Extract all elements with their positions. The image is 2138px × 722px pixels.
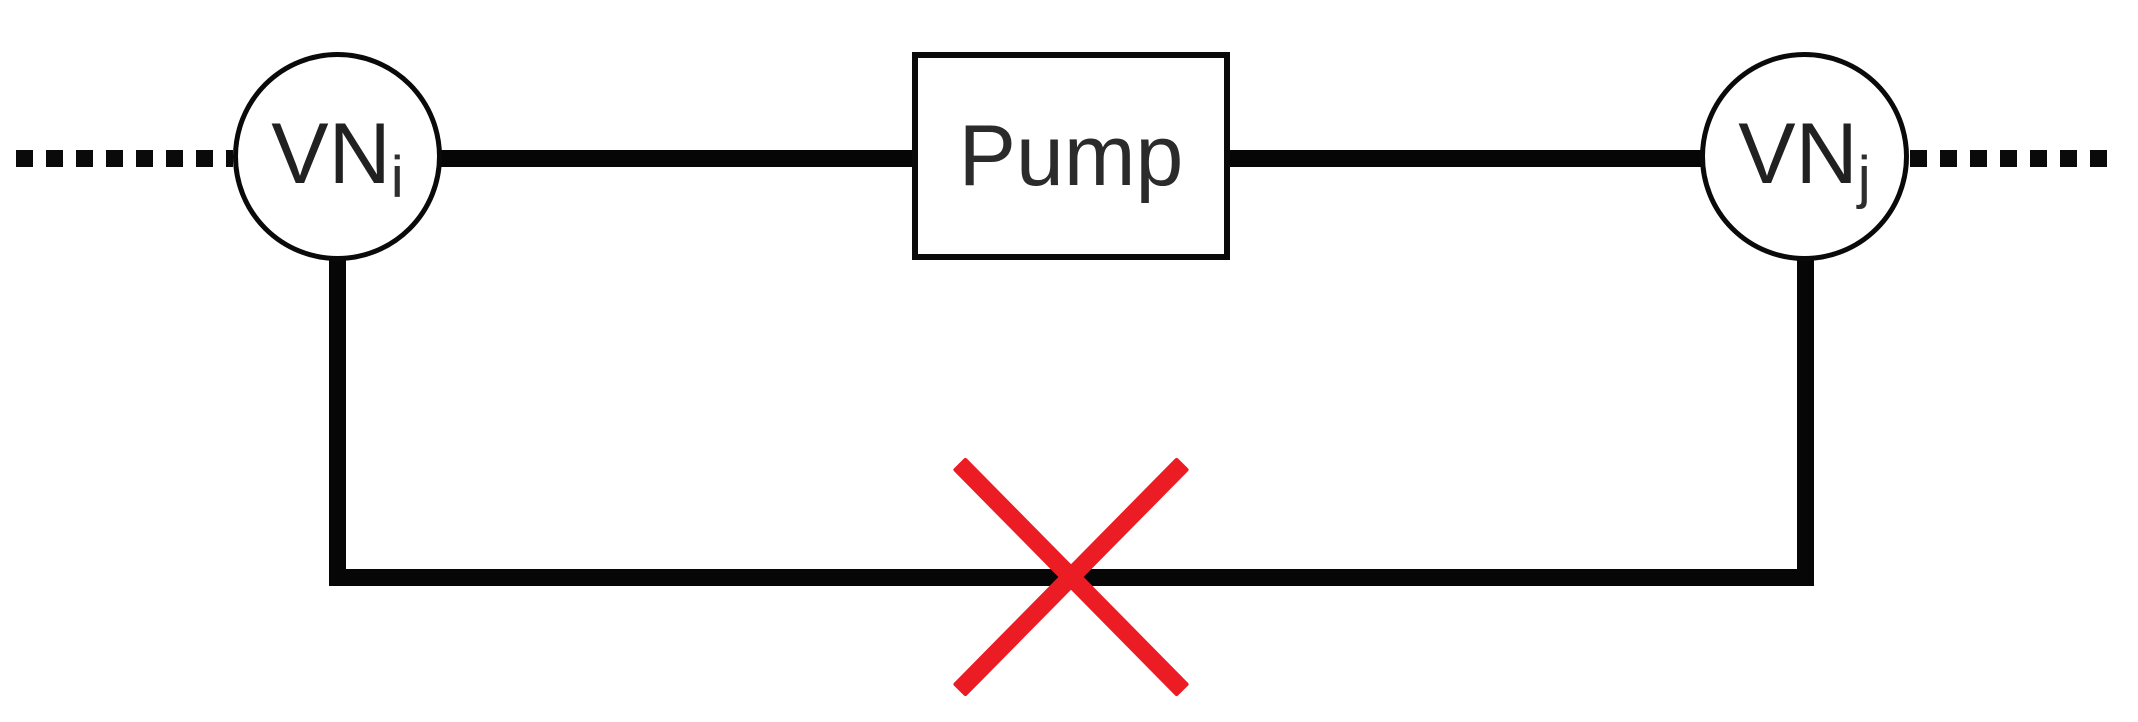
edge-vertical-right <box>1797 256 1814 586</box>
node-label-subscript: i <box>390 145 404 211</box>
pump-label: Pump <box>958 108 1184 204</box>
node-vn-i: VNi <box>233 52 442 261</box>
pump-box: Pump <box>912 52 1230 260</box>
edge-vertical-left <box>329 256 346 586</box>
edge-top-right <box>1228 150 1702 167</box>
dashed-continuation-left <box>16 150 233 167</box>
node-vn-j-label: VNj <box>1738 105 1870 208</box>
node-label-text: VN <box>1738 106 1858 203</box>
node-vn-i-label: VNi <box>271 105 403 208</box>
edge-top-left <box>440 150 914 167</box>
dashed-continuation-right <box>1910 150 2120 167</box>
node-label-subscript: j <box>1857 145 1871 211</box>
red-cross-icon <box>952 457 1190 697</box>
node-label-text: VN <box>271 106 391 203</box>
node-vn-j: VNj <box>1700 52 1909 261</box>
